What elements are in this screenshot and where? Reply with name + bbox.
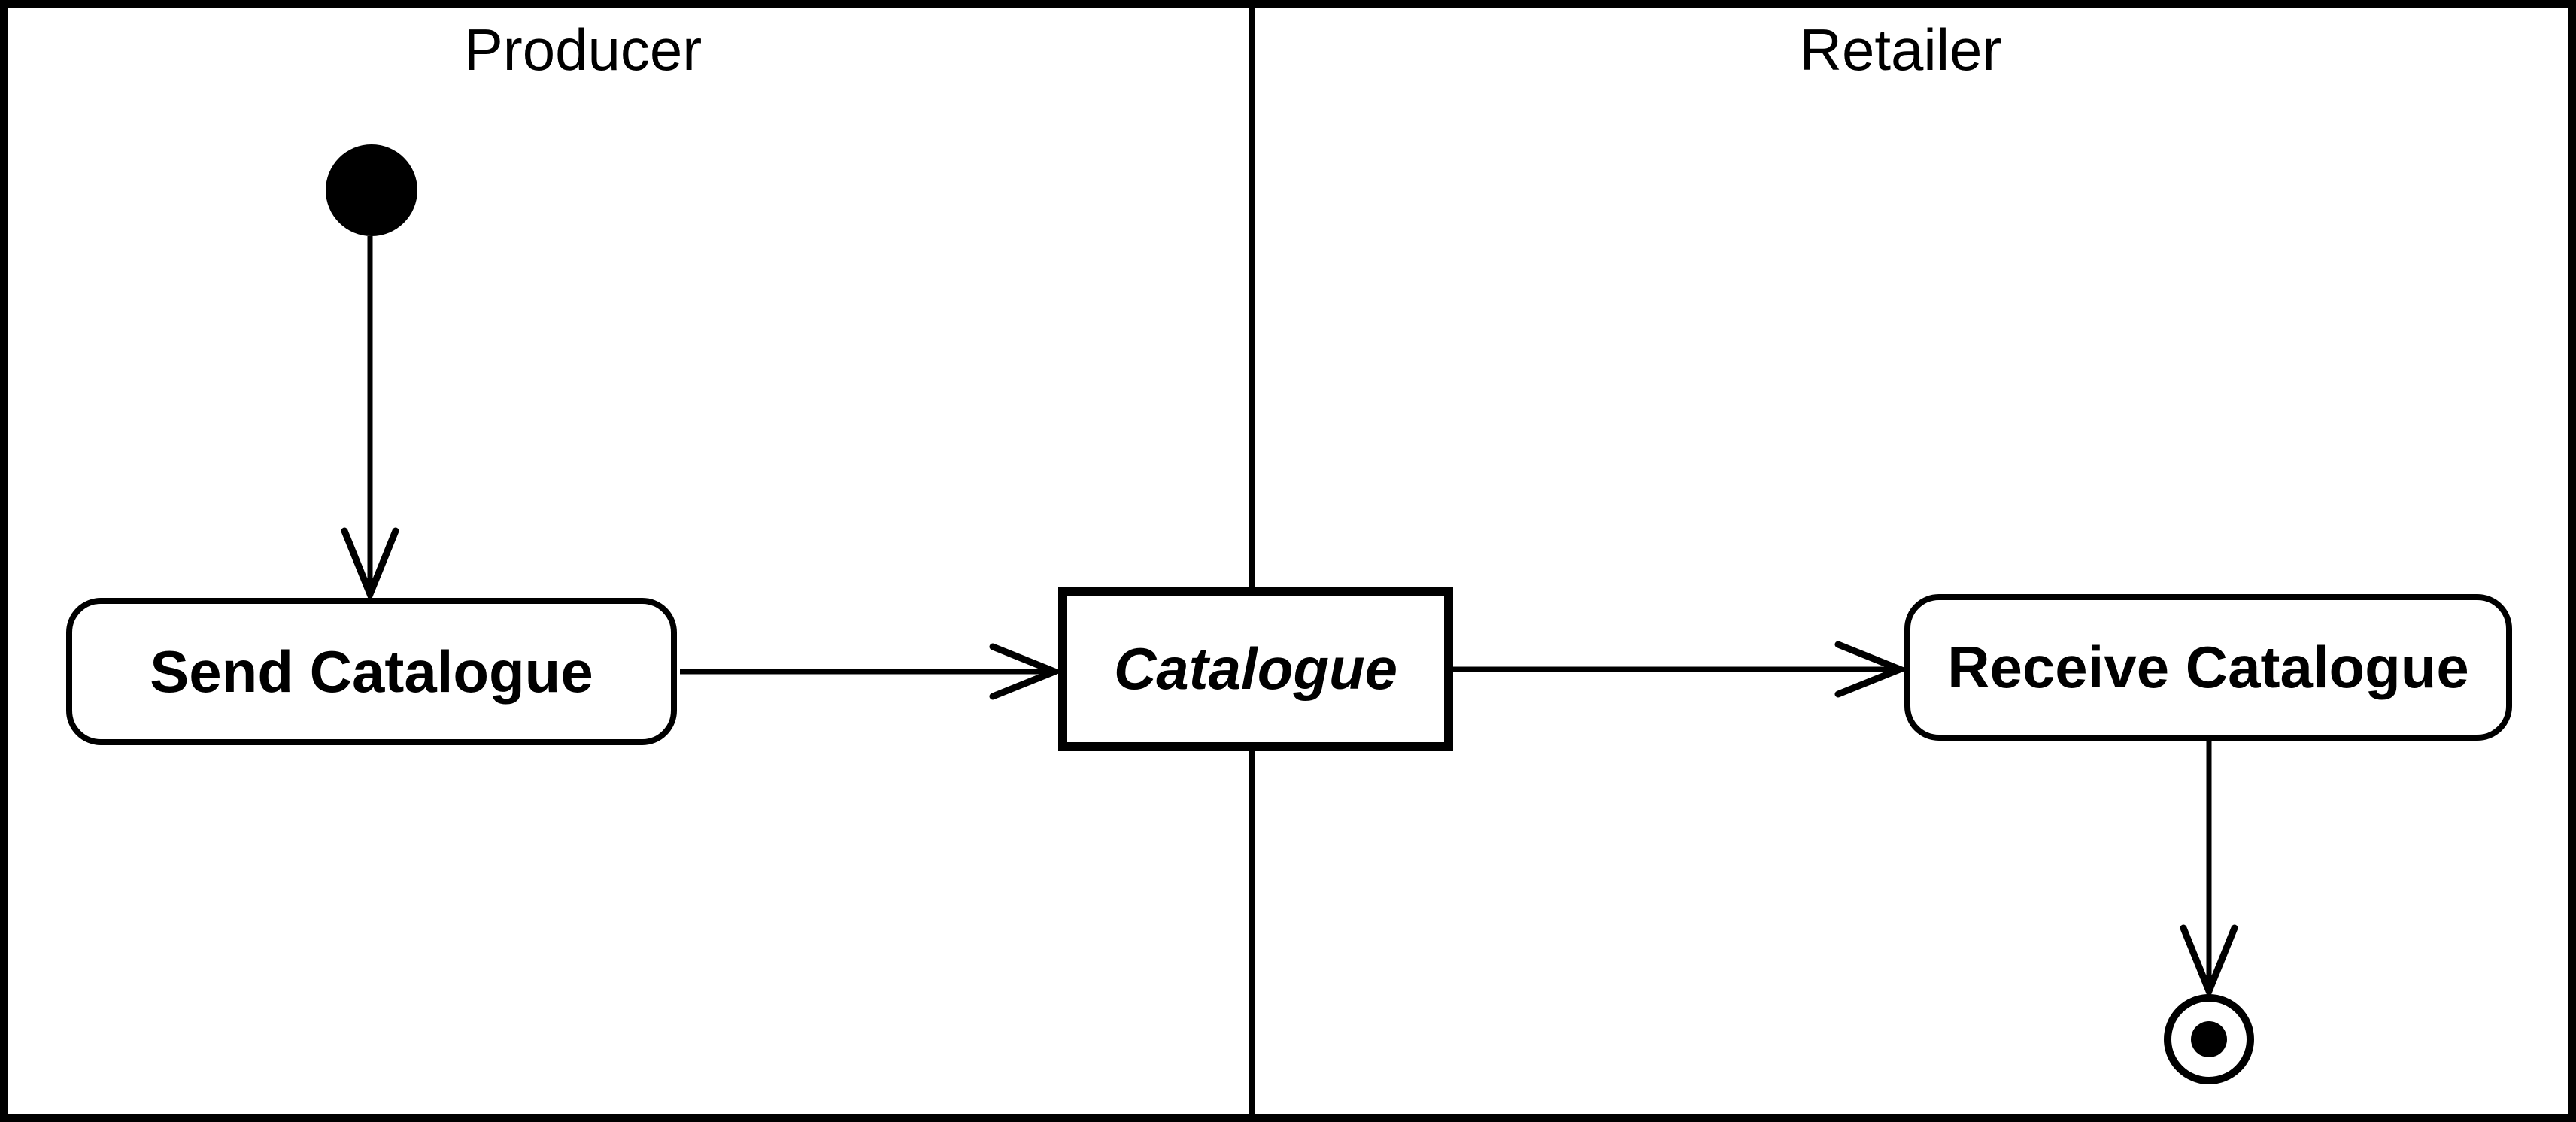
- action-node-receive-catalogue[interactable]: Receive Catalogue: [1904, 594, 2512, 741]
- edge-initial-to-send[interactable]: [341, 236, 399, 603]
- edge-receive-to-final[interactable]: [2180, 740, 2238, 1000]
- object-node-label: Catalogue: [1113, 635, 1398, 702]
- final-node-icon[interactable]: [2164, 994, 2254, 1084]
- action-node-label: Receive Catalogue: [1947, 634, 2469, 700]
- edge-catalogue-to-receive[interactable]: [1452, 641, 1910, 698]
- initial-node-icon[interactable]: [326, 144, 417, 236]
- swimlane-divider: [1249, 0, 1255, 1122]
- action-node-send-catalogue[interactable]: Send Catalogue: [66, 598, 677, 745]
- object-node-catalogue[interactable]: Catalogue: [1058, 587, 1453, 751]
- edge-send-to-catalogue[interactable]: [680, 643, 1064, 700]
- lane-label-producer: Producer: [463, 17, 702, 83]
- action-node-label: Send Catalogue: [150, 638, 593, 705]
- lane-label-retailer: Retailer: [1799, 17, 2002, 83]
